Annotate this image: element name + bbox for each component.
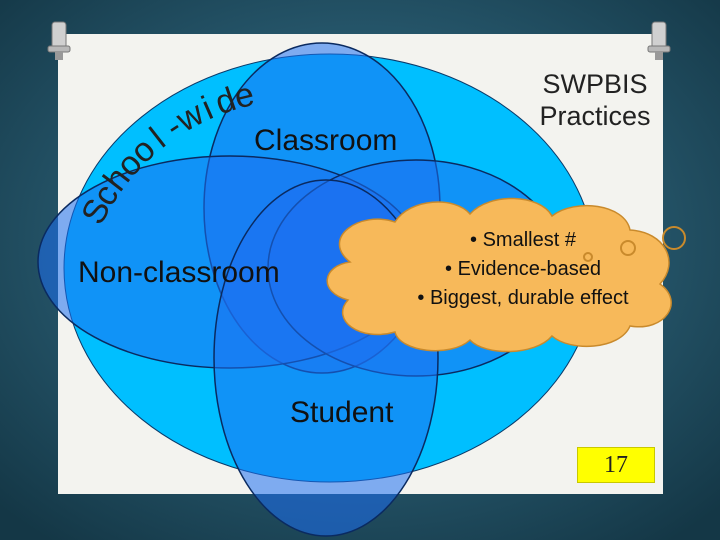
callout-bullet-list: • Smallest # • Evidence-based • Biggest,…	[378, 226, 668, 313]
thought-bubble-large	[662, 226, 686, 250]
callout-bullet: • Smallest #	[470, 229, 576, 251]
classroom-label: Classroom	[254, 124, 398, 157]
callout-bullet: • Evidence-based	[445, 258, 601, 280]
thought-cloud	[326, 197, 686, 353]
callout-bullet: • Biggest, durable effect	[417, 287, 629, 309]
slide-number-badge: 17	[577, 447, 655, 483]
thought-bubble-medium	[620, 240, 636, 256]
title-line-2: Practices	[539, 101, 651, 131]
title-line-1: SWPBIS	[542, 69, 648, 99]
swpbis-practices-title: SWPBIS Practices	[535, 68, 655, 132]
pushpin-right-icon	[647, 21, 671, 60]
thought-bubble-small	[583, 252, 593, 262]
student-label: Student	[290, 396, 394, 429]
callout-bullet-text: Evidence-based	[457, 258, 601, 280]
pushpin-left-icon	[47, 21, 71, 60]
non-classroom-label: Non-classroom	[78, 256, 280, 289]
callout-bullet-text: Biggest, durable effect	[429, 287, 629, 309]
callout-bullet-text: Smallest #	[482, 229, 576, 251]
